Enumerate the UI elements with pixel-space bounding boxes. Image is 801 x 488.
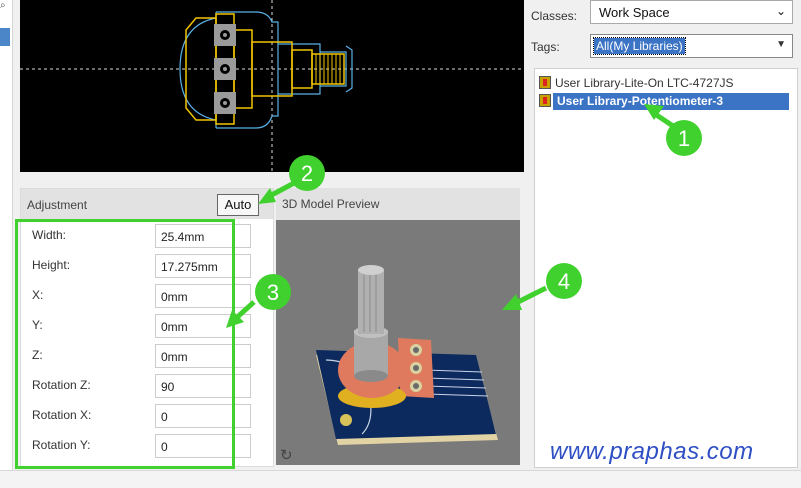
x-label: X: bbox=[32, 288, 44, 302]
library-item-selected[interactable]: User Library-Potentiometer-3 bbox=[537, 93, 795, 110]
rotation-x-label: Rotation X: bbox=[32, 408, 92, 422]
auto-button[interactable]: Auto bbox=[217, 194, 259, 216]
height-label: Height: bbox=[32, 258, 71, 272]
callout-badge-2: 2 bbox=[288, 154, 326, 192]
footprint-drawing bbox=[20, 0, 524, 172]
watermark-text: www.praphas.com bbox=[550, 438, 754, 465]
library-icon bbox=[539, 76, 551, 89]
left-panel-selected-row[interactable] bbox=[0, 28, 10, 46]
callout-arrow-4 bbox=[502, 285, 548, 310]
left-panel-strip: ⌕ bbox=[0, 0, 13, 470]
model-preview-title: 3D Model Preview bbox=[282, 197, 380, 211]
callout-number: 3 bbox=[266, 280, 280, 305]
chevron-down-icon: ⌄ bbox=[775, 4, 786, 18]
callout-number: 2 bbox=[300, 161, 314, 186]
z-input[interactable]: 0mm bbox=[155, 344, 251, 368]
classes-label: Classes: bbox=[531, 9, 578, 23]
tags-select[interactable]: All(My Libraries) ▼ bbox=[590, 34, 793, 58]
callout-badge-3: 3 bbox=[254, 273, 292, 311]
footprint-canvas[interactable] bbox=[20, 0, 524, 172]
library-name: User Library-Potentiometer-3 bbox=[553, 93, 789, 110]
library-name: User Library-Lite-On LTC-4727JS bbox=[555, 76, 734, 90]
width-input[interactable]: 25.4mm bbox=[155, 224, 251, 248]
classes-value: Work Space bbox=[599, 5, 670, 20]
library-item[interactable]: User Library-Lite-On LTC-4727JS bbox=[537, 75, 795, 92]
classes-select[interactable]: Work Space ⌄ bbox=[590, 0, 793, 24]
rotate-reset-icon[interactable]: ↻ bbox=[280, 447, 293, 464]
library-icon bbox=[539, 94, 551, 107]
adjustment-header: Adjustment Auto bbox=[21, 189, 273, 219]
callout-number: 4 bbox=[557, 269, 571, 294]
rotation-y-input[interactable]: 0 bbox=[155, 434, 251, 458]
callout-arrow-3 bbox=[226, 300, 256, 328]
y-label: Y: bbox=[32, 318, 43, 332]
callout-badge-1: 1 bbox=[665, 119, 703, 157]
callout-arrow-2 bbox=[258, 179, 298, 204]
y-input[interactable]: 0mm bbox=[155, 314, 251, 338]
model-preview-panel: 3D Model Preview bbox=[276, 188, 520, 465]
callout-number: 1 bbox=[677, 126, 691, 151]
callout-badge-4: 4 bbox=[545, 262, 583, 300]
height-input[interactable]: 17.275mm bbox=[155, 254, 251, 278]
status-bar bbox=[0, 470, 801, 488]
callout-highlight-box bbox=[15, 219, 235, 469]
width-label: Width: bbox=[32, 228, 67, 242]
library-list: User Library-Lite-On LTC-4727JS User Lib… bbox=[534, 68, 798, 468]
model-preview-viewport[interactable]: ↻ bbox=[276, 220, 520, 465]
dropdown-arrow-icon: ▼ bbox=[776, 39, 786, 50]
rotation-x-input[interactable]: 0 bbox=[155, 404, 251, 428]
x-input[interactable]: 0mm bbox=[155, 284, 251, 308]
rotation-z-input[interactable]: 90 bbox=[155, 374, 251, 398]
rotation-y-label: Rotation Y: bbox=[32, 438, 91, 452]
library-filter-panel: Classes: Work Space ⌄ Tags: All(My Libra… bbox=[528, 0, 801, 470]
z-label: Z: bbox=[32, 348, 43, 362]
tags-value: All(My Libraries) bbox=[593, 37, 686, 55]
tags-label: Tags: bbox=[531, 40, 560, 54]
rotation-z-label: Rotation Z: bbox=[32, 378, 91, 392]
model-3d-render bbox=[316, 265, 498, 445]
magnifier-icon[interactable]: ⌕ bbox=[0, 0, 6, 11]
adjustment-title: Adjustment bbox=[27, 198, 88, 212]
adjustment-panel: Adjustment Auto Width: 25.4mm Height: 17… bbox=[15, 188, 274, 469]
